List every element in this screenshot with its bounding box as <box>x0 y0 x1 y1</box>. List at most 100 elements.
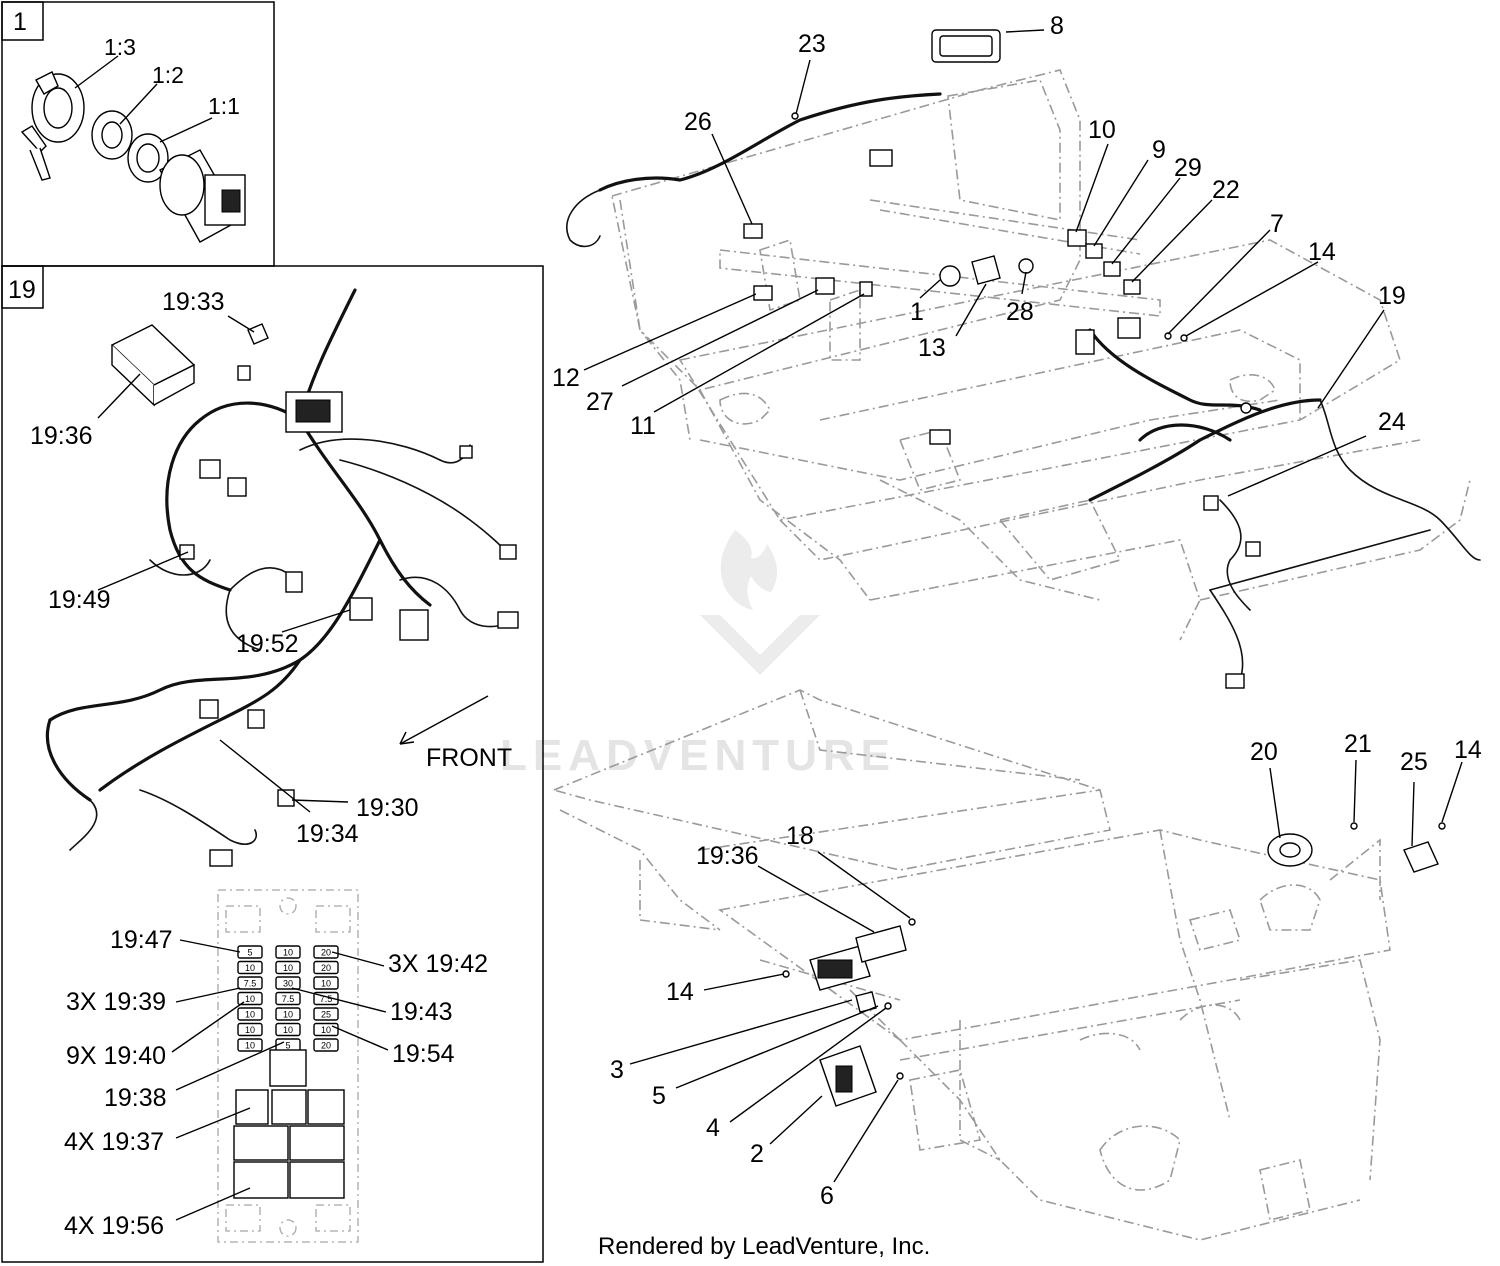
screw-part-18 <box>908 918 916 926</box>
screw-part-21 <box>1350 822 1358 830</box>
callout-19-36-main: 19:36 <box>696 842 759 870</box>
lower-chassis-assembly: 20 21 25 14 18 19:36 14 3 5 4 2 6 <box>551 689 1482 1241</box>
callout-19-43: 19:43 <box>390 998 453 1026</box>
detail-box-19: 19 <box>1 265 544 1263</box>
callout-14-upper: 14 <box>1308 238 1336 266</box>
fuse-rating: 10 <box>283 1025 293 1035</box>
callout-22: 22 <box>1212 176 1240 204</box>
fuse-rating: 25 <box>321 1010 331 1020</box>
leadventure-watermark: LEADVENTURE <box>500 530 896 780</box>
callout-3x-19-39: 3X 19:39 <box>66 988 166 1016</box>
fuse-box-cover-installed <box>855 925 907 963</box>
relay-small <box>235 1089 269 1125</box>
watermark-text: LEADVENTURE <box>500 731 896 780</box>
callout-1-2: 1:2 <box>152 62 184 88</box>
fuse-rating: 10 <box>245 1010 255 1020</box>
switch-part-26 <box>743 223 763 239</box>
fuse-rating: 20 <box>321 948 331 958</box>
callout-11: 11 <box>630 412 656 440</box>
fuse-rating: 20 <box>321 1041 331 1051</box>
switch-part-9 <box>1085 243 1103 259</box>
ignition-switch-body <box>159 149 246 243</box>
callout-19-34: 19:34 <box>296 820 359 848</box>
fuse-slot <box>313 945 339 959</box>
ignition-nut-part <box>127 133 169 183</box>
fuse-slot <box>313 976 339 990</box>
fuse-rating: 10 <box>245 963 255 973</box>
callout-19-54: 19:54 <box>392 1040 455 1068</box>
callout-1-1: 1:1 <box>208 93 240 119</box>
fuse-slot <box>275 1007 301 1021</box>
relay-part-25 <box>1403 841 1439 873</box>
callout-13: 13 <box>918 334 946 362</box>
fuse-slot <box>237 976 263 990</box>
relay-small <box>271 1089 307 1125</box>
horn-part <box>1267 833 1313 867</box>
callout-19-33: 19:33 <box>162 288 225 316</box>
fuse-slot <box>313 1038 339 1052</box>
switch-part-29 <box>1103 261 1121 277</box>
switch-part-10 <box>1067 229 1087 247</box>
upper-frame-assembly: 8 23 26 10 9 29 22 7 14 19 1 28 13 12 27… <box>552 12 1481 689</box>
relay-large <box>289 1125 345 1161</box>
fuse-slot <box>275 960 301 975</box>
nut-part <box>884 1002 892 1010</box>
callout-19-47: 19:47 <box>110 926 173 954</box>
fuse-slot <box>313 960 339 975</box>
relay-large <box>233 1125 289 1161</box>
detail-box-1: 1 1:3 1:2 1:1 <box>1 1 275 267</box>
key-icon <box>20 125 47 154</box>
relay-small <box>307 1089 345 1125</box>
callout-7: 7 <box>1270 210 1284 238</box>
fuse-rating: 7.5 <box>244 979 257 989</box>
fuse-rating: 10 <box>283 963 293 973</box>
fuse-rating: 10 <box>321 979 331 989</box>
callout-19-49: 19:49 <box>48 586 111 614</box>
callout-24: 24 <box>1378 408 1406 436</box>
screw-part-7 <box>1164 332 1172 340</box>
fuse-rating: 10 <box>283 948 293 958</box>
callout-19-38: 19:38 <box>104 1084 167 1112</box>
front-direction-arrow: FRONT <box>399 695 512 772</box>
fuse-rating: 10 <box>283 1010 293 1020</box>
clip-part <box>247 323 269 345</box>
callout-6: 6 <box>820 1182 834 1210</box>
callout-20: 20 <box>1250 738 1278 766</box>
callout-9x-19-40: 9X 19:40 <box>66 1042 166 1070</box>
callout-10: 10 <box>1088 116 1116 144</box>
fuse-slot <box>275 945 301 959</box>
callout-9: 9 <box>1152 136 1166 164</box>
bracket-part <box>855 991 877 1013</box>
callout-18: 18 <box>786 822 814 850</box>
bracket-part-11 <box>859 281 873 297</box>
fuse-rating: 5 <box>285 1041 290 1051</box>
relay-large <box>233 1161 289 1199</box>
callout-5: 5 <box>652 1082 666 1110</box>
switch-part-12 <box>753 285 773 301</box>
fuse-slot <box>275 991 301 1006</box>
callout-4x-19-37: 4X 19:37 <box>64 1128 164 1156</box>
fuse-slot <box>237 1022 263 1037</box>
front-label: FRONT <box>426 744 512 772</box>
fuse-slot <box>237 1038 263 1052</box>
fuse-rating: 30 <box>283 979 293 989</box>
fuse-rating: 7.5 <box>320 994 333 1004</box>
switch-part-22 <box>1123 279 1141 295</box>
key-part <box>971 255 1001 285</box>
callout-19-52: 19:52 <box>236 630 299 658</box>
fuse-rating: 10 <box>321 1025 331 1035</box>
callout-25: 25 <box>1400 748 1428 776</box>
callout-3: 3 <box>610 1056 624 1084</box>
callout-14-lower: 14 <box>666 978 694 1006</box>
fuse-slot <box>275 1022 301 1037</box>
callout-1-3: 1:3 <box>104 34 136 60</box>
relay-large <box>289 1161 345 1199</box>
callout-3x-19-42: 3X 19:42 <box>388 950 488 978</box>
fuse-box-part <box>809 925 907 991</box>
screw-part-6 <box>896 1072 904 1080</box>
fuse-slot <box>237 991 263 1006</box>
